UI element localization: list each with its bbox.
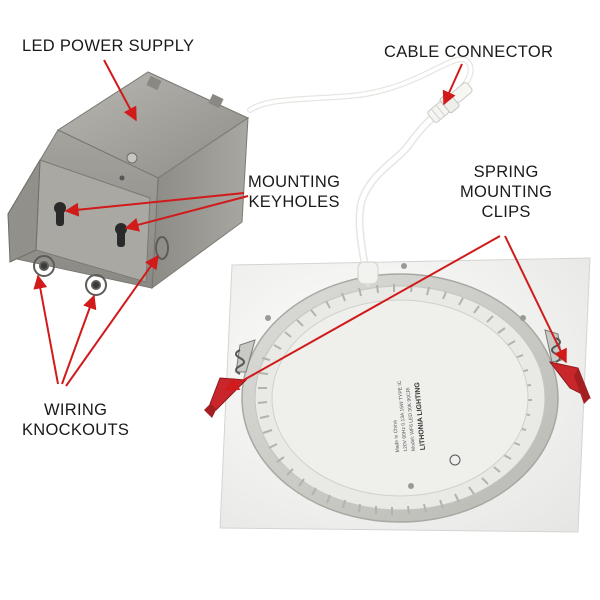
power-cable [247,56,474,286]
spring-clip-left [204,339,256,418]
arrow-knockout-2 [61,294,97,385]
label-spring-mounting-clips: SPRING MOUNTING CLIPS [460,162,552,222]
label-line: KNOCKOUTS [22,421,130,439]
arrow-led-power-supply [103,59,137,122]
label-wiring-knockouts: WIRING KNOCKOUTS [22,400,129,440]
label-cable-connector: CABLE CONNECTOR [384,43,554,61]
cable-connector-icon [427,82,473,123]
keyhole-icon [115,223,127,247]
product-line-1: Model: WF6 LED 30K 90CRI [405,387,417,451]
arrow-keyhole-left [64,192,245,217]
arrow-clip-left [224,235,501,391]
ul-mark-icon [449,454,461,466]
arrow-knockout-1 [33,274,59,385]
fixture-screws [265,263,526,489]
annotation-arrows [33,59,567,391]
label-line: KEYHOLES [248,193,340,211]
label-line: WIRING [44,401,108,419]
label-line: SPRING [473,163,539,181]
cable-strain-relief [357,261,379,285]
label-line: MOUNTING [248,173,341,191]
knockout-icon [155,236,169,260]
label-line: CLIPS [481,203,531,221]
arrow-keyhole-right [124,195,249,232]
arrow-cable-connector [442,63,463,106]
product-line-3: Made in China [392,420,401,453]
label-led-power-supply: LED POWER SUPPLY [22,37,195,55]
label-mounting-keyholes: MOUNTING KEYHOLES [248,172,340,212]
keyhole-icon [54,202,66,226]
arrow-knockout-3 [65,254,159,387]
arrow-clip-right [504,235,567,364]
label-line: MOUNTING [460,183,553,201]
knockout-icon [85,274,107,296]
